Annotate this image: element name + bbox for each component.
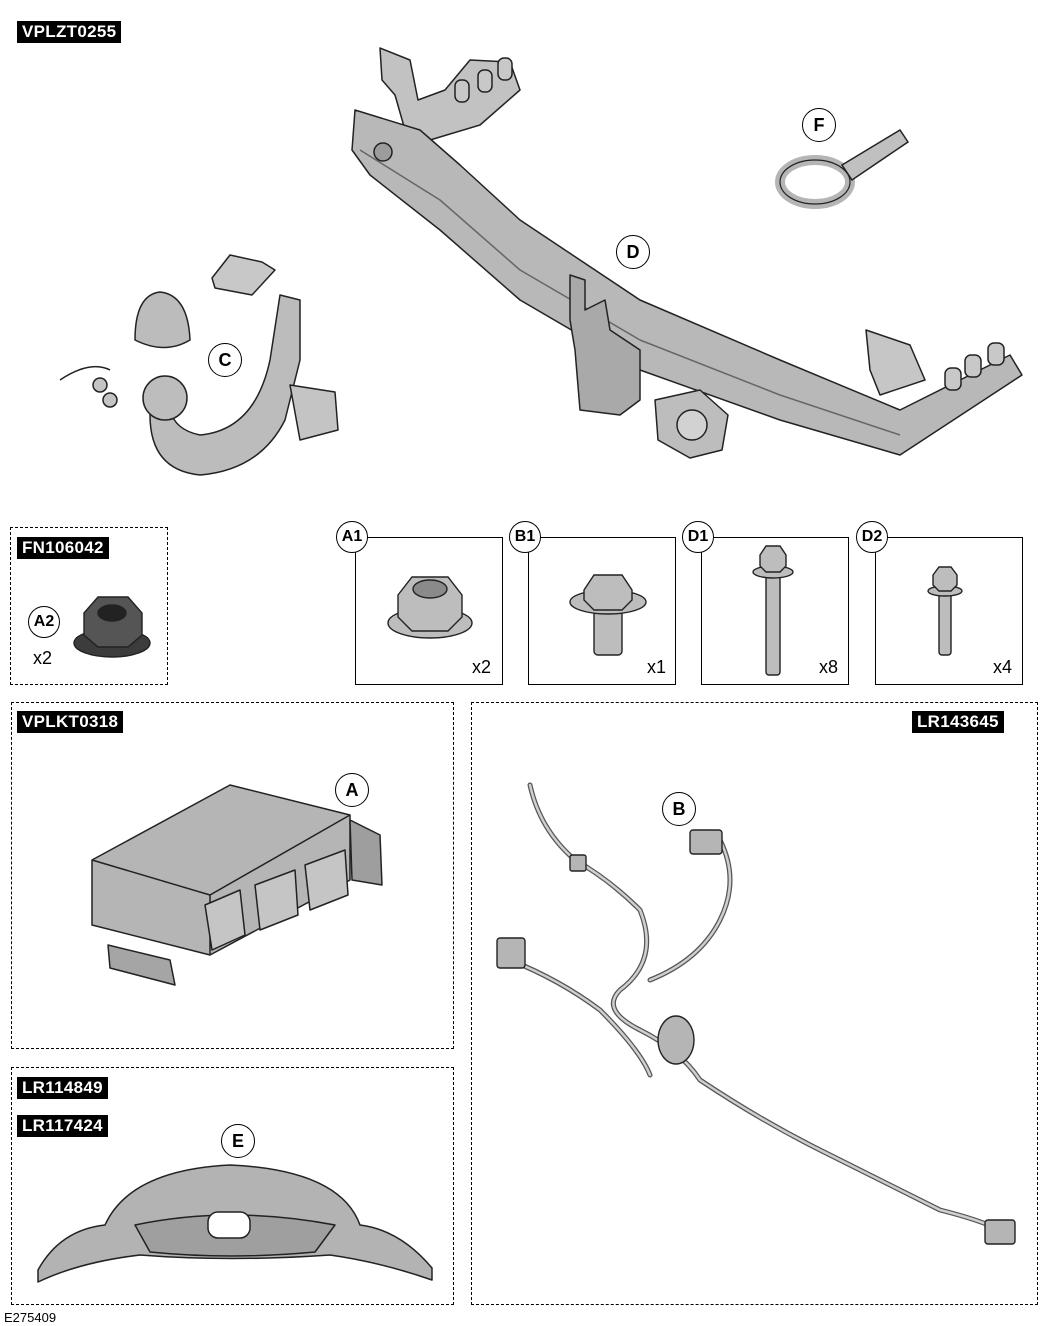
kit-box-fn106042 <box>10 527 168 685</box>
header-part-number: VPLZT0255 <box>17 21 122 43</box>
kit-box-lr143645 <box>471 702 1038 1305</box>
qty-a1: x2 <box>472 657 492 677</box>
callout-d1: D1 <box>682 521 714 553</box>
callout-b1: B1 <box>509 521 541 553</box>
callout-f: F <box>802 108 836 142</box>
long-bolt-icon <box>752 545 794 676</box>
callout-e: E <box>221 1124 255 1158</box>
callout-a2: A2 <box>28 606 60 638</box>
part-number-lr117424: LR117424 <box>17 1115 108 1137</box>
qty-a2: x2 <box>33 648 53 668</box>
callout-d2: D2 <box>856 521 888 553</box>
kit-box-lr114849 <box>11 1067 454 1305</box>
short-bolt-icon <box>927 566 963 656</box>
fastener-box-d1 <box>701 537 849 685</box>
fastener-box-a1 <box>355 537 503 685</box>
qty-d2: x4 <box>993 657 1013 677</box>
callout-c: C <box>208 343 242 377</box>
fastener-box-b1 <box>528 537 676 685</box>
callout-d: D <box>616 235 650 269</box>
part-number-fn106042: FN106042 <box>17 537 109 559</box>
hex-nut-icon <box>387 576 473 639</box>
part-number-lr143645: LR143645 <box>912 711 1004 733</box>
callout-a1: A1 <box>336 521 368 553</box>
part-number-lr114849: LR114849 <box>17 1077 108 1099</box>
qty-d1: x8 <box>819 657 839 677</box>
kit-box-vplkt0318 <box>11 702 454 1049</box>
callout-a: A <box>335 773 369 807</box>
fastener-box-d2 <box>875 537 1023 685</box>
part-number-vplkt0318: VPLKT0318 <box>17 711 124 733</box>
flange-nut-icon <box>73 596 151 658</box>
figure-code: E275409 <box>4 1310 57 1325</box>
flange-bolt-icon <box>569 574 647 656</box>
qty-b1: x1 <box>647 657 667 677</box>
callout-b: B <box>662 792 696 826</box>
